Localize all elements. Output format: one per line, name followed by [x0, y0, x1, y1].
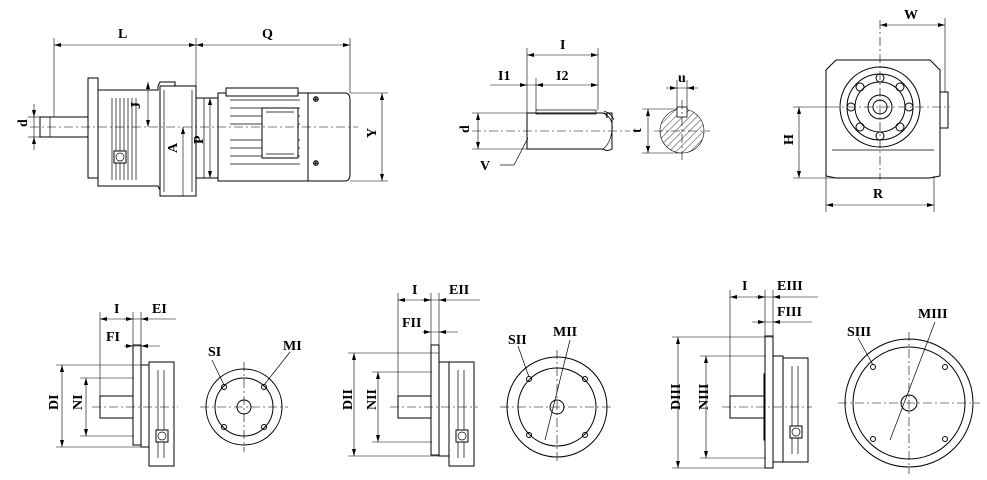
- dim-label-A: A: [166, 142, 181, 153]
- flange-3-dim-label-EIII: EIII: [777, 279, 803, 294]
- shaft-detail-view: I I1 I2 d V: [458, 38, 630, 174]
- dim-label-I2: I2: [556, 69, 568, 84]
- flange-2-label-MII: MII: [553, 325, 577, 340]
- flange-1-dim-label-FI: FI: [106, 330, 120, 345]
- fan-cover-marker-bottom: ⊕: [312, 158, 320, 168]
- flange-1-dim-label-EI: EI: [152, 302, 167, 317]
- flange-2-side-view: I EII FII DII NII: [341, 283, 480, 467]
- dim-label-shaft-I: I: [560, 38, 565, 53]
- dim-label-t: t: [630, 128, 645, 133]
- fan-cover-marker-top: ⊕: [312, 94, 320, 104]
- flange-3-dim-label-NIII: NIII: [697, 384, 712, 410]
- dim-label-H: H: [782, 134, 797, 145]
- dim-label-L: L: [118, 27, 127, 42]
- flange-3-side-view: I EIII FIII DIII NIII: [669, 279, 818, 469]
- flange-2-dim-label-NII: NII: [365, 389, 380, 410]
- housing-fins: [111, 98, 137, 180]
- dim-label-I1: I1: [498, 69, 510, 84]
- dim-label-Q: Q: [262, 27, 273, 42]
- flange-3-label-SIII: SIII: [847, 325, 871, 340]
- flange-1-side-view: I EI FI DI NI: [47, 302, 178, 467]
- dim-label-main-d: d: [16, 119, 31, 127]
- dim-label-W: W: [904, 8, 918, 23]
- flange-2-dim-label-FII: FII: [402, 316, 421, 331]
- dim-label-shaft-d: d: [458, 125, 473, 133]
- flange-3-dim-label-FIII: FIII: [777, 305, 802, 320]
- dim-label-P: P: [192, 135, 207, 144]
- main-side-view: ⊕ ⊕ L Q d J A P: [16, 27, 388, 197]
- flange-1-label-SI: SI: [208, 345, 221, 360]
- flange-3-dim-label-I: I: [742, 279, 747, 294]
- terminal-box: [261, 107, 299, 159]
- flange-3-dim-label-DIII: DIII: [669, 384, 684, 410]
- dim-label-Y: Y: [365, 128, 380, 138]
- flange-3-front-view: SIII MIII: [838, 307, 980, 474]
- end-view: W H R: [782, 8, 950, 212]
- key-section-view: u t: [630, 71, 710, 160]
- dim-label-J: J: [129, 102, 144, 109]
- flange-1-front-view: SI MI: [200, 339, 302, 452]
- dim-label-u: u: [678, 71, 686, 86]
- flange-2-front-view: SII MII: [500, 325, 614, 464]
- flange-1-dim-label-DI: DI: [47, 394, 62, 410]
- flange-1-dim-label-NI: NI: [71, 394, 86, 410]
- flange-3-label-MIII: MIII: [918, 307, 948, 322]
- flange-2-dim-label-EII: EII: [449, 283, 469, 298]
- flange-1-dim-label-I: I: [114, 302, 119, 317]
- label-V: V: [480, 159, 490, 174]
- flange-2-dim-label-I: I: [412, 283, 417, 298]
- dim-label-R: R: [873, 187, 884, 202]
- flange-2-label-SII: SII: [508, 333, 527, 348]
- flange-2-dim-label-DII: DII: [341, 389, 356, 410]
- flange-1-label-MI: MI: [283, 339, 302, 354]
